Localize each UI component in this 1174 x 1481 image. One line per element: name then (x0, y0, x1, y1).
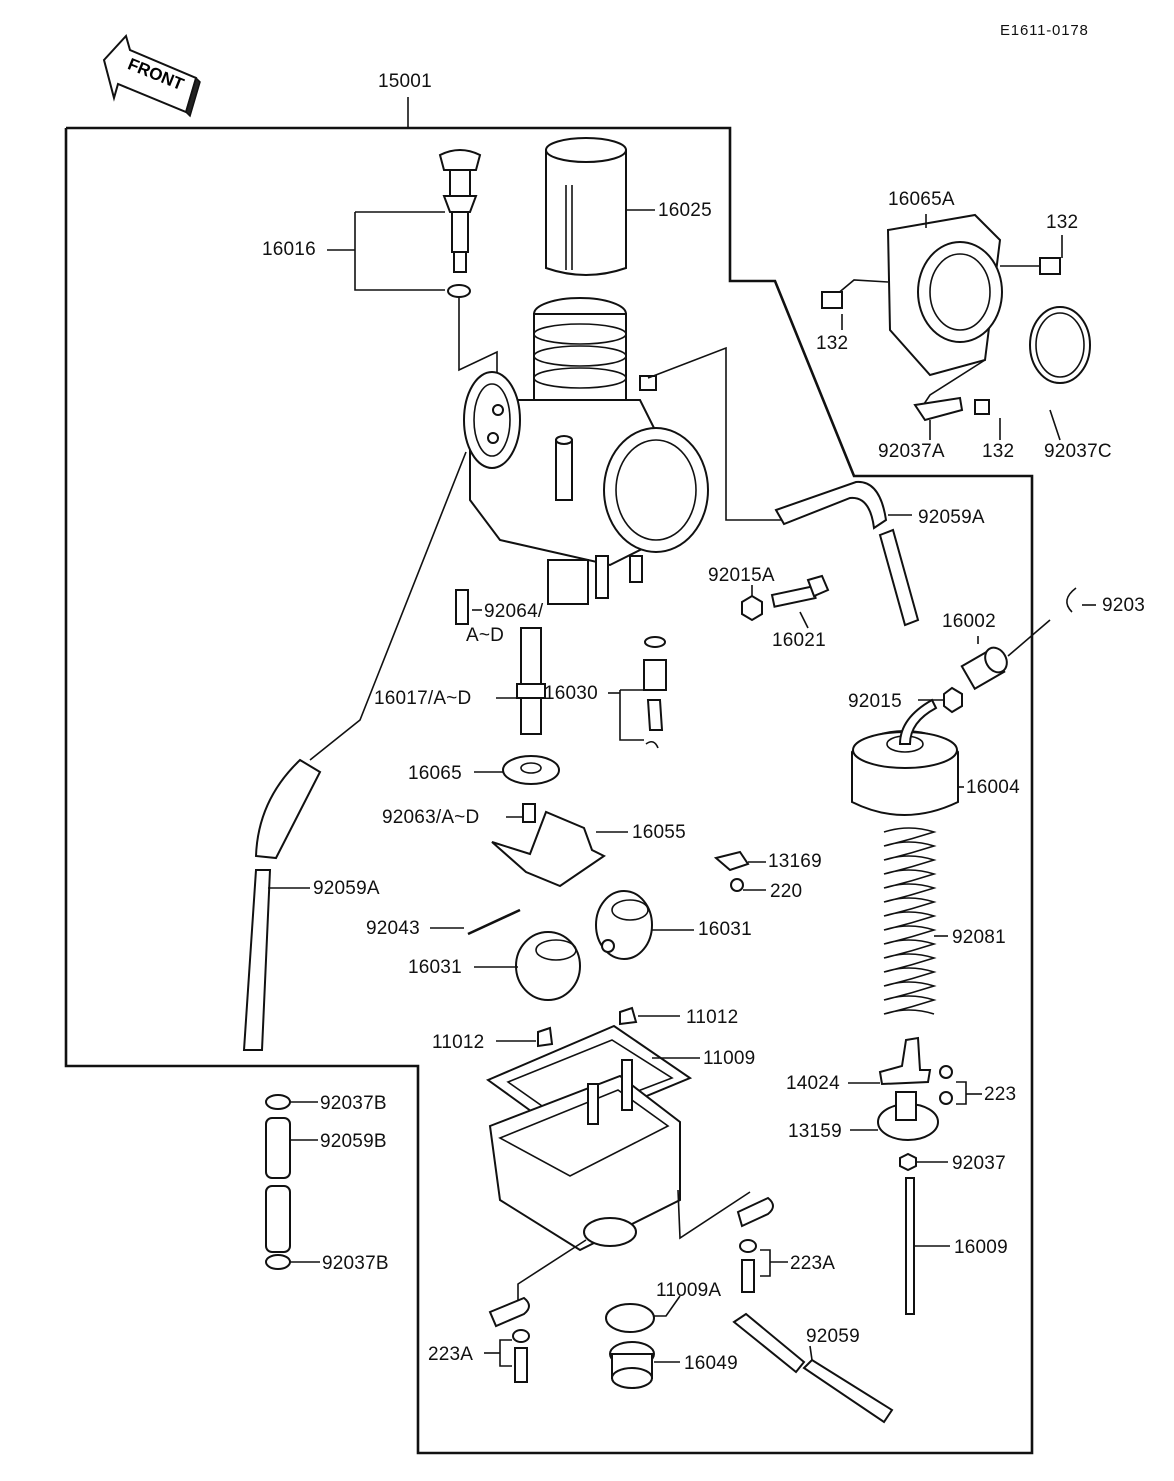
callout-92063: 92063/A~D (382, 807, 480, 828)
callout-16055: 16055 (632, 822, 686, 843)
float-a-part (595, 890, 694, 960)
screw-223A-right-part (736, 1196, 788, 1293)
vent-hose-left-part (242, 758, 322, 1051)
callout-16031-right: 16031 (698, 919, 752, 940)
callout-16025: 16025 (658, 200, 712, 221)
callout-92037B-bottom: 92037B (322, 1253, 389, 1274)
callout-92059A-top: 92059A (918, 507, 985, 528)
callout-16004: 16004 (966, 777, 1020, 798)
clip-part (1066, 587, 1096, 613)
callout-132-bottom: 132 (982, 441, 1015, 462)
needle-jet-part (496, 627, 546, 735)
front-arrow-icon: FRONT (102, 34, 201, 118)
assembly-outline (64, 97, 1034, 1455)
callout-92043: 92043 (366, 918, 420, 939)
callout-11009: 11009 (703, 1048, 756, 1069)
float-valve-part (608, 636, 667, 749)
pilot-screw-part (327, 149, 498, 405)
callout-223: 223 (984, 1084, 1017, 1105)
callout-220: 220 (770, 881, 803, 902)
needle-clip-screw-part (455, 589, 482, 625)
cap-11012-parts (496, 1006, 680, 1048)
callout-16002: 16002 (942, 611, 996, 632)
callout-92081: 92081 (952, 927, 1006, 948)
float-b-part (474, 931, 581, 1001)
callout-16021: 16021 (772, 630, 826, 651)
starter-lever-part (848, 1036, 932, 1086)
hose-clamp-part (1029, 306, 1091, 441)
callout-16009: 16009 (954, 1237, 1008, 1258)
drain-plug-gasket-part (605, 1295, 681, 1333)
callout-13159: 13159 (788, 1121, 842, 1142)
vent-hose-right-part (774, 480, 920, 627)
callout-92064-sub: A~D (466, 625, 505, 646)
callout-15001: 15001 (378, 71, 432, 92)
starter-base-part (850, 1091, 939, 1141)
callout-9203: 9203 (1102, 595, 1146, 616)
callout-16030: 16030 (544, 683, 598, 704)
callout-223A-left: 223A (428, 1344, 474, 1365)
hose-b-assembly-part (265, 1094, 320, 1270)
throttle-slide-part (545, 137, 655, 276)
hose-leader-line (309, 451, 467, 761)
callout-132-left: 132 (816, 333, 849, 354)
callout-92064: 92064/ (484, 601, 544, 622)
nut-92015-part (943, 686, 963, 714)
washer-92037-part (899, 1152, 917, 1172)
callout-16017: 16017/A~D (374, 688, 472, 709)
float-bowl-part (488, 1059, 751, 1300)
float-pin-part (430, 908, 521, 936)
callout-16031-left: 16031 (408, 957, 462, 978)
document-id: E1611-0178 (1000, 22, 1089, 39)
bolt-132-icons (821, 235, 1063, 440)
callout-14024: 14024 (786, 1073, 840, 1094)
starter-plunger-cap-part (960, 619, 1051, 691)
carburetor-body-part (463, 297, 782, 605)
callout-92015A: 92015A (708, 565, 775, 586)
callout-92015: 92015 (848, 691, 902, 712)
callout-92059B: 92059B (320, 1131, 387, 1152)
screw-223A-left-part (484, 1296, 530, 1383)
callout-11012-right: 11012 (686, 1007, 739, 1028)
callout-92059A-left: 92059A (313, 878, 380, 899)
callout-92037: 92037 (952, 1153, 1006, 1174)
callout-92037B-top: 92037B (320, 1093, 387, 1114)
drain-plug-part (609, 1341, 680, 1389)
screw-223-part (939, 1065, 982, 1105)
float-arm-bracket-part (491, 810, 628, 888)
starter-plunger-needle-part (905, 1177, 950, 1315)
idle-screw-part (741, 574, 830, 629)
callout-223A-right: 223A (790, 1253, 836, 1274)
callout-92059: 92059 (806, 1326, 860, 1347)
callout-16065: 16065 (408, 763, 462, 784)
callout-132-top: 132 (1046, 212, 1079, 233)
callout-92037A: 92037A (878, 441, 945, 462)
intake-flange-part (829, 213, 1040, 411)
callout-92037C: 92037C (1044, 441, 1112, 462)
drain-hose-part (732, 1312, 894, 1424)
clamp-bracket-part (913, 396, 964, 422)
callout-16016: 16016 (262, 239, 316, 260)
jet-ring-part (474, 755, 560, 785)
callout-11009A: 11009A (656, 1280, 722, 1301)
callout-16049: 16049 (684, 1353, 738, 1374)
throttle-stop-part (713, 850, 766, 892)
spring-part (883, 827, 948, 1015)
callout-16065A: 16065A (888, 189, 955, 210)
callout-13169: 13169 (768, 851, 822, 872)
main-jet-part (506, 803, 536, 823)
starter-cap-part (851, 698, 964, 816)
callout-11012-left: 11012 (432, 1032, 485, 1053)
